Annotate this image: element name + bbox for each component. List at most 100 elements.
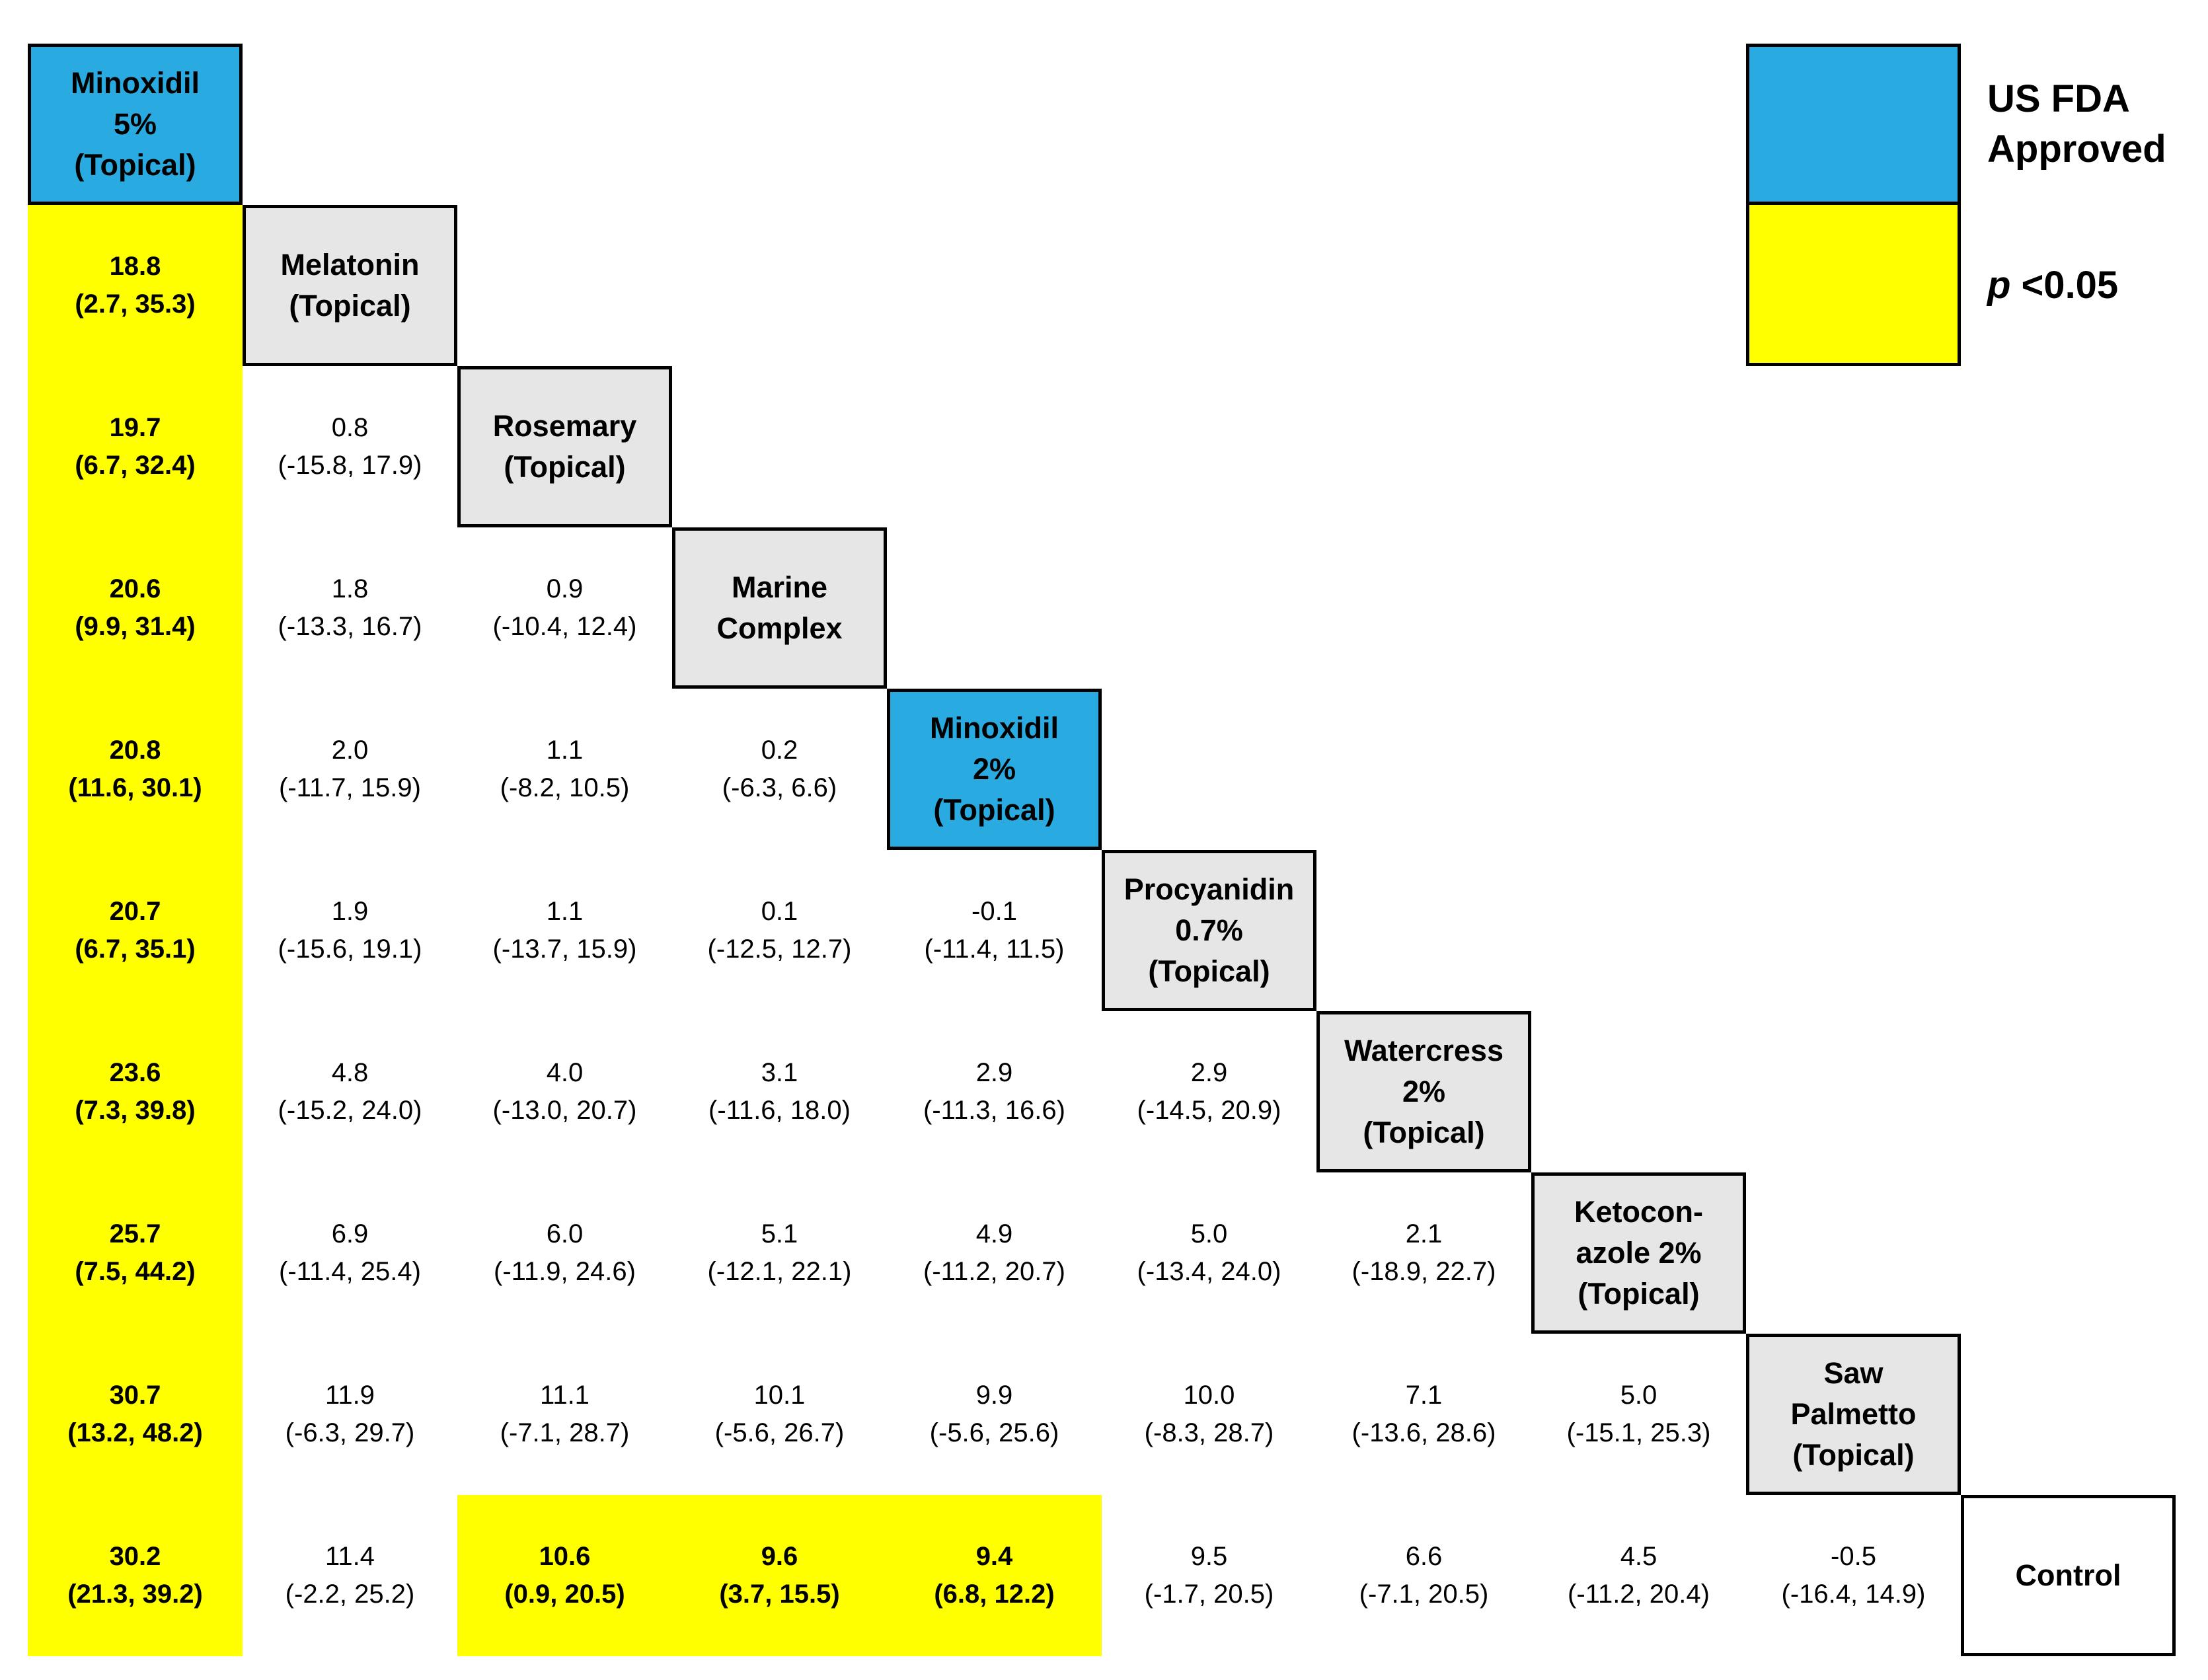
md-value: 2.9 [1190,1058,1228,1087]
md-value: 5.0 [1190,1219,1228,1248]
treatment-label-line: Complex [716,611,843,645]
md-value: 0.2 [761,736,798,765]
treatment-label-line: Minoxidil [930,711,1059,745]
matrix-cell: 10.0 (-8.3, 28.7) [1102,1334,1316,1495]
treatment-cell-melatonin: Melatonin (Topical) [243,205,457,366]
ci-value: (7.5, 44.2) [75,1257,196,1286]
treatment-label-line: Control [2015,1558,2121,1592]
ci-value: (-11.4, 11.5) [924,935,1065,964]
ci-value: (3.7, 15.5) [719,1580,840,1609]
treatment-label-line: (Topical) [504,450,626,484]
matrix-cell: 9.4 (6.8, 12.2) [887,1495,1102,1656]
ci-value: (-13.3, 16.7) [278,612,422,641]
md-value: 20.8 [109,736,161,765]
matrix-cell: 4.8 (-15.2, 24.0) [243,1011,457,1172]
treatment-cell-marine-complex: Marine Complex [672,527,887,689]
md-value: 0.8 [331,413,369,442]
ci-value: (2.7, 35.3) [75,289,196,319]
treatment-label-line: (Topical) [1363,1116,1485,1149]
md-value: 10.6 [539,1542,591,1571]
treatment-cell-watercress: Watercress 2% (Topical) [1316,1011,1531,1172]
matrix-cell: 2.9 (-14.5, 20.9) [1102,1011,1316,1172]
ci-value: (0.9, 20.5) [504,1580,625,1609]
matrix-cell: 0.8 (-15.8, 17.9) [243,366,457,527]
md-value: 4.0 [546,1058,584,1087]
legend-significant-swatch [1749,205,1958,363]
md-value: 20.7 [109,897,161,926]
md-value: 2.9 [975,1058,1013,1087]
treatment-cell-saw-palmetto: Saw Palmetto (Topical) [1746,1334,1961,1495]
ci-value: (-5.6, 25.6) [929,1418,1059,1447]
md-value: 6.0 [546,1219,584,1248]
md-value: 5.0 [1620,1381,1657,1410]
md-value: 5.1 [761,1219,798,1248]
matrix-cell: -0.5 (-16.4, 14.9) [1746,1495,1961,1656]
significant-column-band [28,205,243,1656]
matrix-cell: 10.6 (0.9, 20.5) [457,1495,672,1656]
ci-value: (-11.9, 24.6) [494,1257,636,1286]
matrix-cell: 4.5 (-11.2, 20.4) [1531,1495,1746,1656]
ci-value: (-10.4, 12.4) [492,612,637,641]
md-value: 4.8 [331,1058,369,1087]
ci-value: (-13.7, 15.9) [492,935,637,964]
md-value: 25.7 [109,1219,161,1248]
md-value: 1.1 [546,897,584,926]
matrix-cell: 18.8 (2.7, 35.3) [28,205,243,366]
md-value: 18.8 [109,252,161,281]
md-value: 1.1 [546,736,584,765]
treatment-label-line: (Topical) [1792,1438,1915,1472]
ci-value: (11.6, 30.1) [68,773,202,802]
treatment-cell-rosemary: Rosemary (Topical) [457,366,672,527]
md-value: 1.8 [331,574,369,603]
legend-fda-approved-swatch [1749,47,1958,205]
treatment-label-line: (Topical) [74,148,196,182]
legend [1746,44,1961,366]
md-value: 23.6 [109,1058,161,1087]
ci-value: (9.9, 31.4) [75,612,196,641]
ci-value: (-1.7, 20.5) [1144,1580,1274,1609]
md-value: 11.9 [325,1381,375,1410]
ci-value: (-11.7, 15.9) [279,773,421,802]
ci-value: (7.3, 39.8) [75,1096,196,1125]
ci-value: (-6.3, 6.6) [722,773,837,802]
treatment-label-line: Minoxidil [71,66,200,100]
matrix-cell: 20.6 (9.9, 31.4) [28,527,243,689]
md-value: 30.7 [109,1381,161,1410]
ci-value: (-7.1, 20.5) [1359,1580,1489,1609]
md-value: 9.6 [761,1542,798,1571]
matrix-cell: 11.9 (-6.3, 29.7) [243,1334,457,1495]
ci-value: (-6.3, 29.7) [285,1418,415,1447]
md-value: 20.6 [109,574,161,603]
matrix-cell: 1.1 (-8.2, 10.5) [457,689,672,850]
ci-value: (-5.6, 26.7) [714,1418,845,1447]
treatment-label-line: (Topical) [1148,954,1270,988]
md-value: 11.1 [540,1381,590,1410]
ci-value: (-18.9, 22.7) [1351,1257,1496,1286]
matrix-cell: 20.8 (11.6, 30.1) [28,689,243,850]
treatment-label-line: 2% [1402,1075,1446,1108]
ci-value: (-13.4, 24.0) [1137,1257,1281,1286]
treatment-label-line: Procyanidin [1123,872,1295,906]
treatment-cell-control: Control [1961,1495,2176,1656]
md-value: 1.9 [331,897,369,926]
ci-value: (6.7, 35.1) [75,935,196,964]
md-value: 11.4 [325,1542,375,1571]
ci-value: (-13.0, 20.7) [492,1096,637,1125]
md-value: 6.6 [1405,1542,1443,1571]
ci-value: (-15.6, 19.1) [278,935,422,964]
treatment-cell-minoxidil-2: Minoxidil 2% (Topical) [887,689,1102,850]
md-value: 0.9 [546,574,584,603]
legend-p-symbol: p [1987,264,2011,307]
matrix-cell: 6.0 (-11.9, 24.6) [457,1172,672,1334]
md-value: 3.1 [761,1058,798,1087]
treatment-cell-minoxidil-5: Minoxidil 5% (Topical) [28,44,243,205]
treatment-label-line: 0.7% [1175,913,1243,947]
matrix-cell: 9.5 (-1.7, 20.5) [1102,1495,1316,1656]
treatment-cell-ketoconazole: Ketocon- azole 2% (Topical) [1531,1172,1746,1334]
matrix-cell: 5.0 (-15.1, 25.3) [1531,1334,1746,1495]
md-value: 10.0 [1183,1381,1235,1410]
matrix-cell: 11.1 (-7.1, 28.7) [457,1334,672,1495]
matrix-cell: 4.9 (-11.2, 20.7) [887,1172,1102,1334]
legend-p-value-label: p<0.05 [1987,260,2118,311]
treatment-label-line: Saw [1823,1356,1884,1390]
